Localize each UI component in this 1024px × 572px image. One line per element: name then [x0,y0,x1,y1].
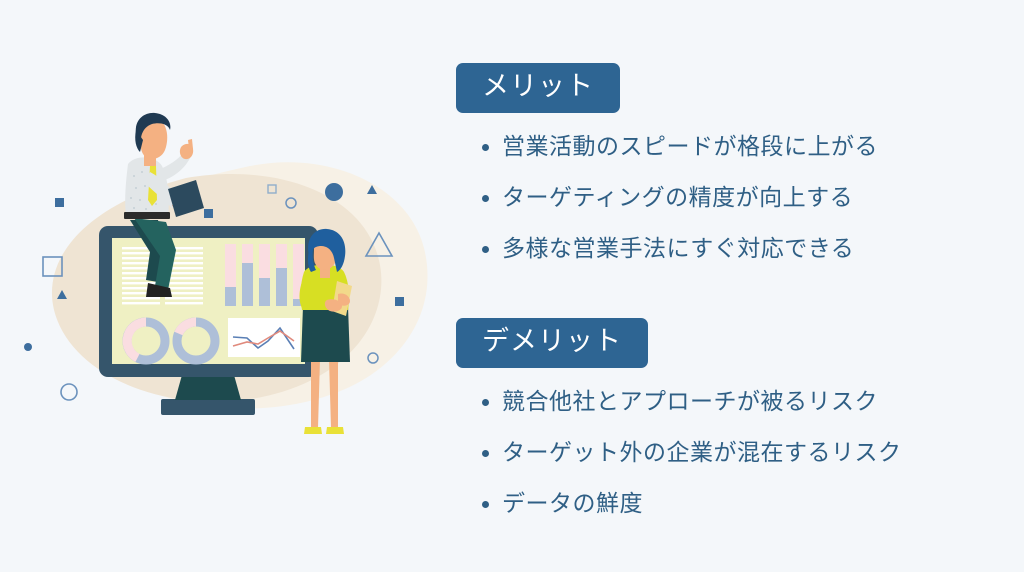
list-item-label: データの鮮度 [502,489,643,516]
demerit-badge: デメリット [456,318,648,368]
bullet-dot-icon [482,143,489,151]
bullet-dot-icon [482,194,489,202]
demerit-list: 競合他社とアプローチが被るリスク ターゲット外の企業が混在するリスク データの鮮… [456,387,1024,516]
decor-square-filled-left [55,198,64,207]
screen-donut-left [122,317,170,365]
person-woman-standing [299,228,352,434]
business-analytics-illustration [0,0,450,572]
list-item: 営業活動のスピードが格段に上がる [456,132,1024,159]
list-item: 多様な営業手法にすぐ対応できる [456,234,1024,261]
decor-triangle-outline-right [364,231,394,257]
decor-square-outline-left [42,256,63,277]
man-shoe [146,283,172,297]
bullet-dot-icon [482,500,489,508]
merit-list: 営業活動のスピードが格段に上がる ターゲティングの精度が向上する 多様な営業手法… [456,132,1024,261]
bullet-dot-icon [482,398,489,406]
list-item-label: 競合他社とアプローチが被るリスク [502,387,878,414]
decor-triangle-small-left [57,290,67,299]
decor-square-filled-mid [204,209,213,218]
list-item-label: ターゲティングの精度が向上する [502,183,854,210]
man-hair-back [135,130,143,152]
man-tablet [168,180,204,217]
decor-square-filled-right [395,297,404,306]
bullet-dot-icon [482,449,489,457]
woman-leg-left [311,359,320,428]
woman-shoe-left [304,427,322,434]
man-head [140,118,168,159]
list-item-label: 営業活動のスピードが格段に上がる [502,132,878,159]
woman-shoe-right [326,427,344,434]
merit-badge: メリット [456,63,620,113]
woman-hair [308,228,346,272]
screen-text-lines [122,247,203,305]
woman-skirt [301,306,350,362]
monitor-stand-base [161,399,255,415]
list-item: ターゲット外の企業が混在するリスク [456,438,1024,465]
woman-hand-left [324,299,343,312]
woman-neck [320,266,330,278]
list-item: 競合他社とアプローチが被るリスク [456,387,1024,414]
decor-square-outline-top [267,184,277,194]
decor-shapes [24,183,404,401]
woman-arm-left [299,276,312,308]
bullet-dot-icon [482,245,489,253]
decor-triangle-small-top [367,185,377,194]
person-man-sitting [124,112,204,297]
woman-hair-side [307,250,316,272]
screen-line-chart [228,318,300,357]
decor-circle-outline-top [285,197,297,209]
man-arm-raised [158,152,190,181]
section-demerit: デメリット 競合他社とアプローチが被るリスク ターゲット外の企業が混在するリスク… [456,318,1024,515]
screen-donut-right [172,317,220,365]
man-leg-front [134,218,176,292]
decor-circle-outline-right [367,352,379,364]
list-item-label: 多様な営業手法にすぐ対応できる [502,234,855,261]
man-belt [124,212,170,219]
man-finger [188,139,193,149]
decor-circle-outline-left [60,383,78,401]
list-item: データの鮮度 [456,489,1024,516]
decor-circle-filled-top [325,183,343,201]
man-shirt [125,157,169,218]
man-hair [135,112,171,138]
screen-bar-chart [225,244,304,306]
woman-hand-right [338,293,350,306]
list-item-label: ターゲット外の企業が混在するリスク [502,438,902,465]
monitor-stand-neck [175,375,241,400]
decor-dot-left [24,343,32,351]
list-item: ターゲティングの精度が向上する [456,183,1024,210]
section-merit: メリット 営業活動のスピードが格段に上がる ターゲティングの精度が向上する 多様… [456,63,1024,260]
woman-leg-right [329,359,338,428]
content-column: メリット 営業活動のスピードが格段に上がる ターゲティングの精度が向上する 多様… [456,0,1024,572]
